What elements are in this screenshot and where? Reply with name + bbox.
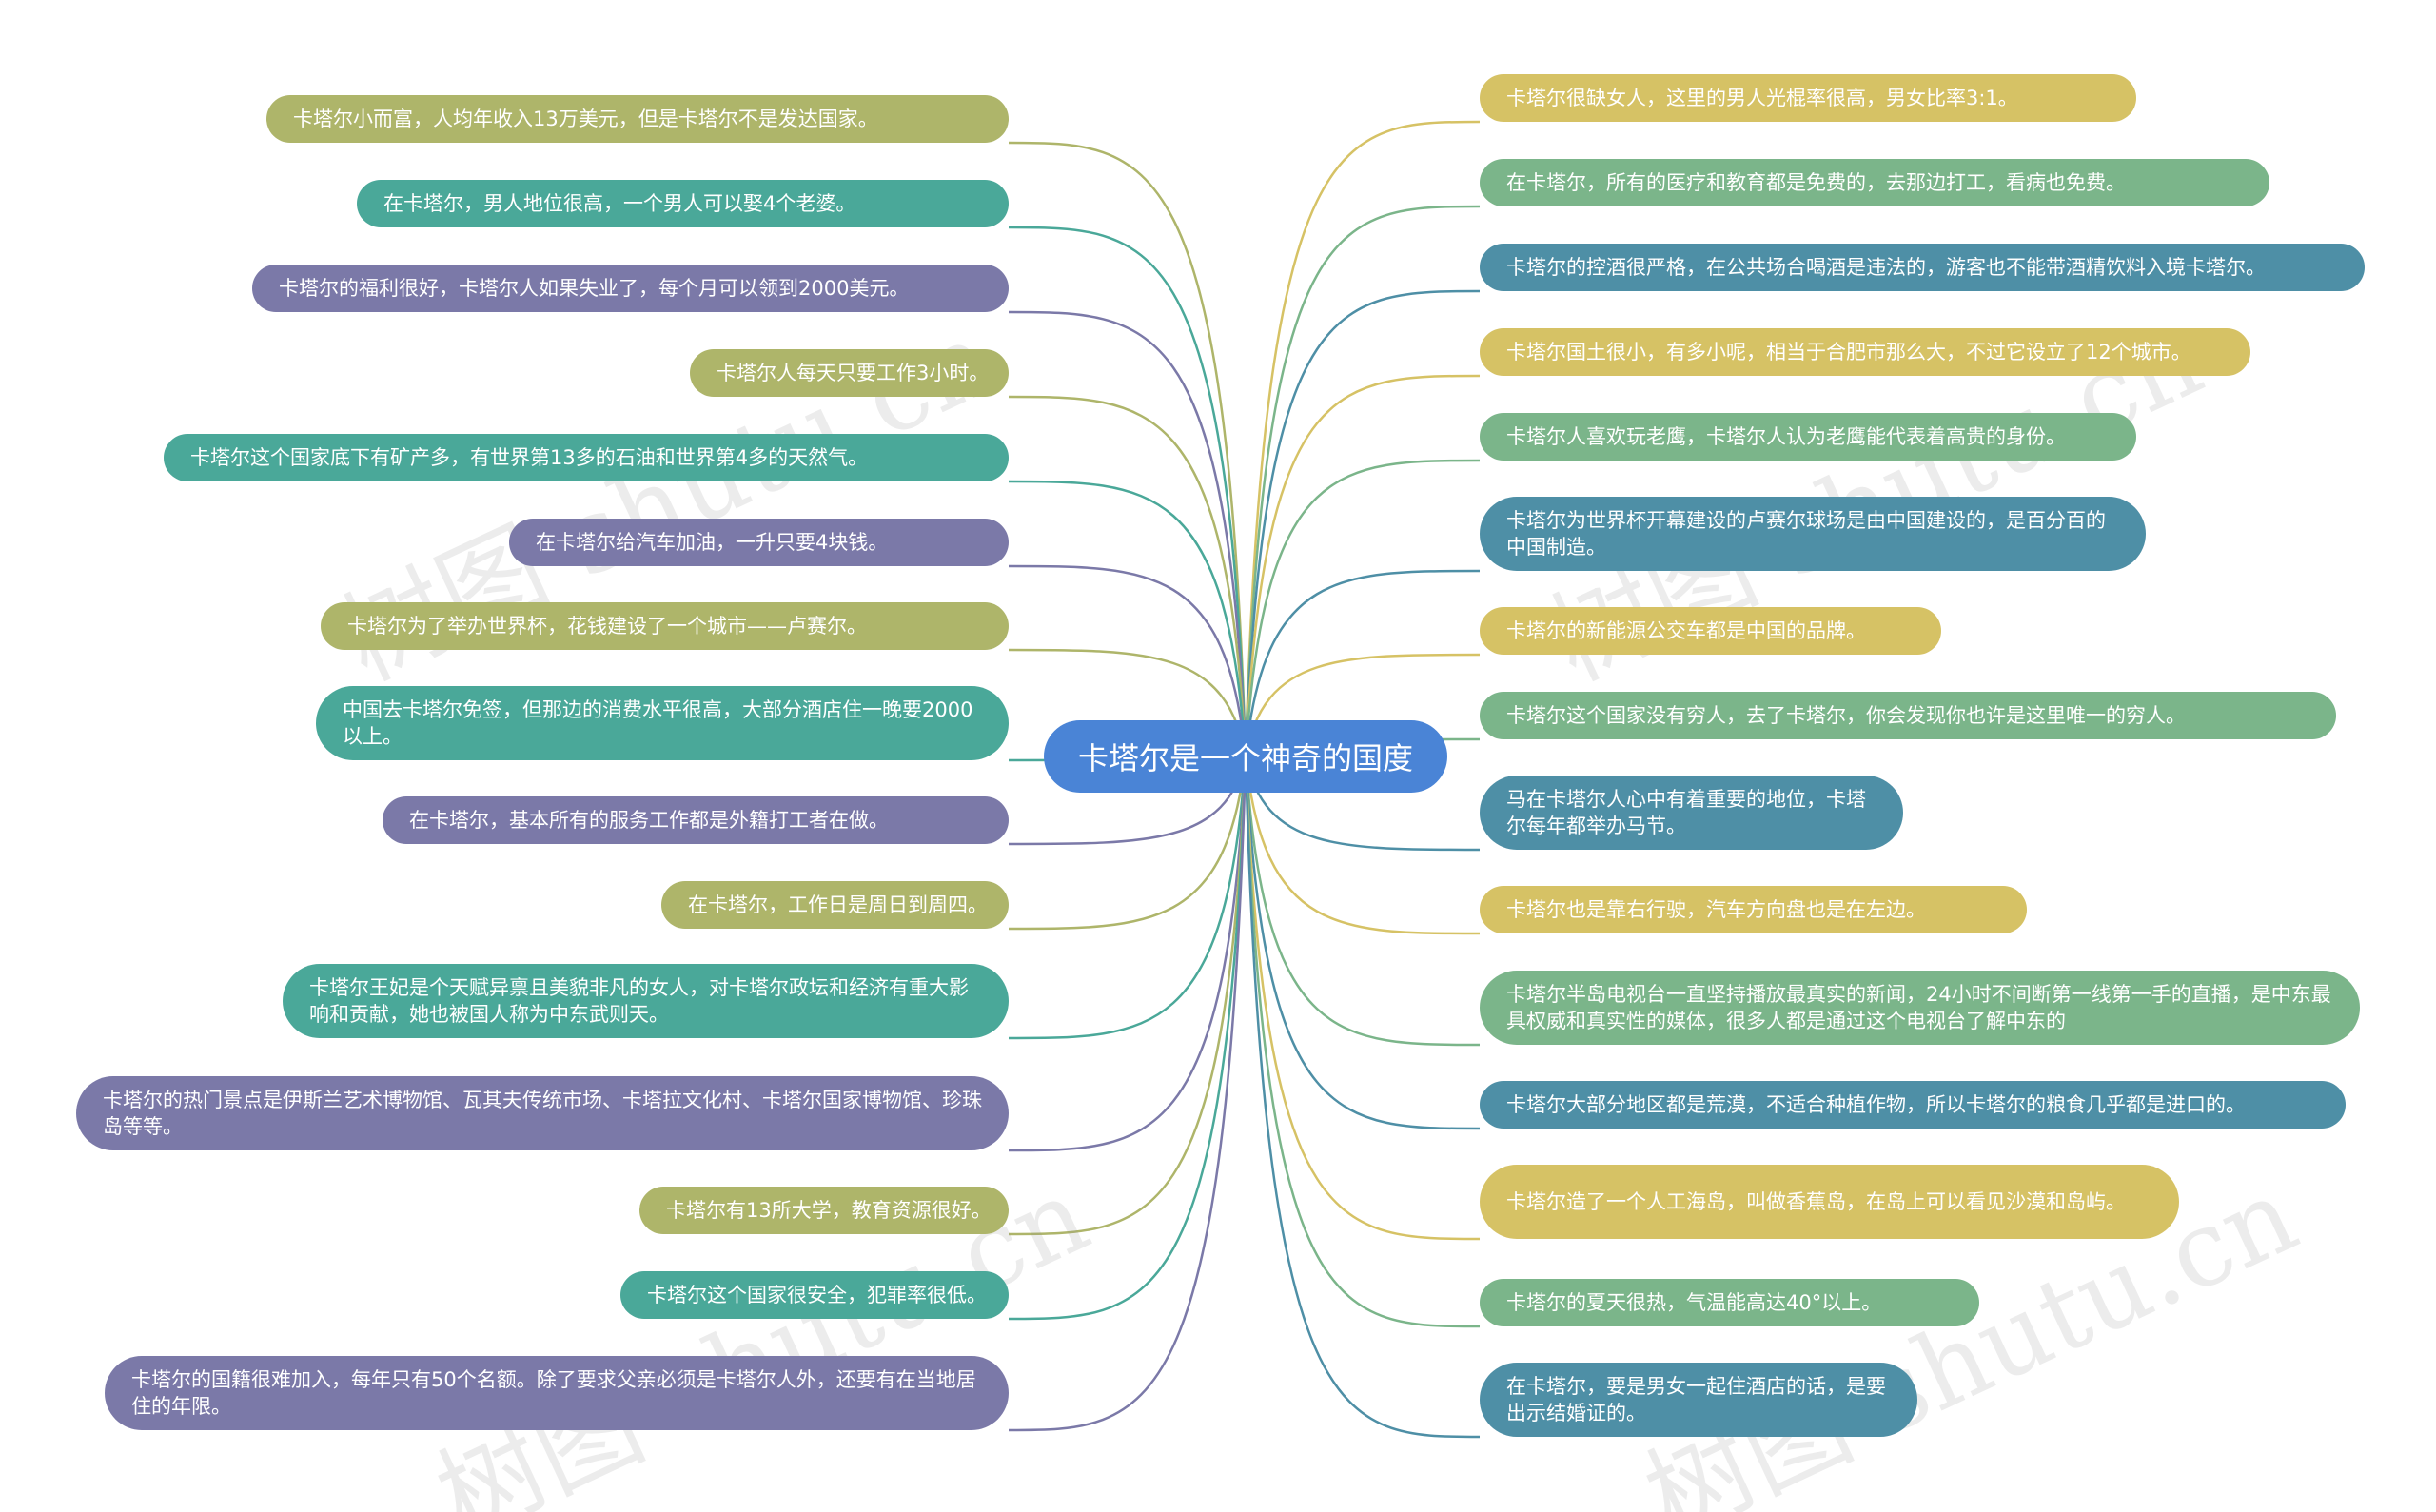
- right-topic[interactable]: 卡塔尔半岛电视台一直坚持播放最真实的新闻，24小时不间断第一线第一手的直播，是中…: [1480, 971, 2360, 1045]
- left-topic[interactable]: 卡塔尔小而富，人均年收入13万美元，但是卡塔尔不是发达国家。: [266, 95, 1009, 143]
- topic-label: 在卡塔尔给汽车加油，一升只要4块钱。: [536, 531, 889, 554]
- connector-line: [1008, 756, 1247, 1152]
- right-topic[interactable]: 卡塔尔的新能源公交车都是中国的品牌。: [1480, 607, 1941, 655]
- connector-line: [1008, 310, 1247, 757]
- connector-line: [1008, 141, 1247, 757]
- right-topic[interactable]: 卡塔尔为世界杯开幕建设的卢赛尔球场是由中国建设的，是百分百的中国制造。: [1480, 497, 2146, 571]
- topic-label: 卡塔尔大部分地区都是荒漠，不适合种植作物，所以卡塔尔的粮食几乎都是进口的。: [1506, 1093, 2246, 1116]
- topic-label: 卡塔尔为世界杯开幕建设的卢赛尔球场是由中国建设的，是百分百的中国制造。: [1506, 509, 2106, 559]
- connector-line: [1008, 395, 1247, 757]
- topic-label: 卡塔尔小而富，人均年收入13万美元，但是卡塔尔不是发达国家。: [293, 108, 878, 130]
- right-topic[interactable]: 卡塔尔也是靠右行驶，汽车方向盘也是在左边。: [1480, 886, 2027, 933]
- connector-line: [1244, 120, 1481, 757]
- topic-label: 卡塔尔的控酒很严格，在公共场合喝酒是违法的，游客也不能带酒精饮料入境卡塔尔。: [1506, 256, 2266, 279]
- connector-line: [1244, 289, 1481, 757]
- topic-label: 在卡塔尔，男人地位很高，一个男人可以娶4个老婆。: [383, 192, 856, 215]
- connector-line: [1244, 205, 1481, 757]
- connector-line: [1008, 756, 1247, 1321]
- topic-label: 卡塔尔这个国家没有穷人，去了卡塔尔，你会发现你也许是这里唯一的穷人。: [1506, 704, 2186, 727]
- root-topic-label: 卡塔尔是一个神奇的国度: [1077, 740, 1413, 776]
- right-topic[interactable]: 卡塔尔的夏天很热，气温能高达40°以上。: [1480, 1279, 1979, 1326]
- topic-label: 卡塔尔这个国家底下有矿产多，有世界第13多的石油和世界第4多的天然气。: [190, 446, 869, 469]
- topic-label: 在卡塔尔，所有的医疗和教育都是免费的，去那边打工，看病也免费。: [1506, 171, 2126, 194]
- left-topic[interactable]: 卡塔尔的热门景点是伊斯兰艺术博物馆、瓦其夫传统市场、卡塔拉文化村、卡塔尔国家博物…: [76, 1076, 1009, 1150]
- right-topic[interactable]: 卡塔尔造了一个人工海岛，叫做香蕉岛，在岛上可以看见沙漠和岛屿。: [1480, 1165, 2179, 1239]
- left-topic[interactable]: 卡塔尔王妃是个天赋异禀且美貌非凡的女人，对卡塔尔政坛和经济有重大影响和贡献，她也…: [283, 964, 1009, 1038]
- connector-line: [1244, 756, 1481, 935]
- connector-line: [1008, 226, 1247, 757]
- connector-line: [1008, 480, 1247, 757]
- topic-label: 在卡塔尔，基本所有的服务工作都是外籍打工者在做。: [409, 809, 889, 832]
- root-topic[interactable]: 卡塔尔是一个神奇的国度: [1044, 720, 1447, 793]
- left-topic[interactable]: 卡塔尔人每天只要工作3小时。: [690, 349, 1009, 397]
- connector-line: [1244, 374, 1481, 757]
- left-topic[interactable]: 中国去卡塔尔免签，但那边的消费水平很高，大部分酒店住一晚要2000以上。: [316, 686, 1009, 760]
- topic-label: 卡塔尔很缺女人，这里的男人光棍率很高，男女比率3:1。: [1506, 87, 2018, 109]
- connector-line: [1244, 756, 1481, 1439]
- topic-label: 卡塔尔的新能源公交车都是中国的品牌。: [1506, 619, 1866, 642]
- topic-label: 卡塔尔造了一个人工海岛，叫做香蕉岛，在岛上可以看见沙漠和岛屿。: [1506, 1190, 2126, 1213]
- topic-label: 卡塔尔人喜欢玩老鹰，卡塔尔人认为老鹰能代表着高贵的身份。: [1506, 425, 2066, 448]
- topic-label: 卡塔尔的福利很好，卡塔尔人如果失业了，每个月可以领到2000美元。: [279, 277, 910, 300]
- topic-label: 马在卡塔尔人心中有着重要的地位，卡塔尔每年都举办马节。: [1506, 788, 1866, 837]
- topic-label: 中国去卡塔尔免签，但那边的消费水平很高，大部分酒店住一晚要2000以上。: [343, 698, 973, 748]
- topic-label: 在卡塔尔，要是男女一起住酒店的话，是要出示结婚证的。: [1506, 1375, 1886, 1424]
- connector-line: [1244, 756, 1481, 1130]
- connector-line: [1244, 459, 1481, 757]
- right-topic[interactable]: 马在卡塔尔人心中有着重要的地位，卡塔尔每年都举办马节。: [1480, 776, 1903, 850]
- connector-line: [1008, 648, 1247, 757]
- topic-label: 卡塔尔为了举办世界杯，花钱建设了一个城市——卢赛尔。: [347, 615, 867, 638]
- left-topic[interactable]: 卡塔尔这个国家底下有矿产多，有世界第13多的石油和世界第4多的天然气。: [164, 434, 1009, 481]
- topic-label: 卡塔尔的热门景点是伊斯兰艺术博物馆、瓦其夫传统市场、卡塔拉文化村、卡塔尔国家博物…: [103, 1089, 982, 1138]
- topic-label: 卡塔尔国土很小，有多小呢，相当于合肥市那么大，不过它设立了12个城市。: [1506, 341, 2191, 363]
- connector-line: [1244, 569, 1481, 757]
- connector-line: [1008, 756, 1247, 931]
- right-topic[interactable]: 卡塔尔这个国家没有穷人，去了卡塔尔，你会发现你也许是这里唯一的穷人。: [1480, 692, 2336, 739]
- left-topic[interactable]: 在卡塔尔，工作日是周日到周四。: [661, 881, 1009, 929]
- left-topic[interactable]: 卡塔尔这个国家很安全，犯罪率很低。: [620, 1271, 1009, 1319]
- right-topic[interactable]: 卡塔尔人喜欢玩老鹰，卡塔尔人认为老鹰能代表着高贵的身份。: [1480, 413, 2136, 461]
- right-topic[interactable]: 在卡塔尔，所有的医疗和教育都是免费的，去那边打工，看病也免费。: [1480, 159, 2269, 206]
- topic-label: 卡塔尔的国籍很难加入，每年只有50个名额。除了要求父亲必须是卡塔尔人外，还要有在…: [131, 1368, 976, 1418]
- left-topic[interactable]: 卡塔尔为了举办世界杯，花钱建设了一个城市——卢赛尔。: [321, 602, 1009, 650]
- left-topic[interactable]: 在卡塔尔，男人地位很高，一个男人可以娶4个老婆。: [357, 180, 1009, 227]
- connector-line: [1244, 756, 1481, 1047]
- left-topic[interactable]: 卡塔尔有13所大学，教育资源很好。: [639, 1187, 1009, 1234]
- topic-label: 卡塔尔也是靠右行驶，汽车方向盘也是在左边。: [1506, 898, 1926, 921]
- right-topic[interactable]: 卡塔尔的控酒很严格，在公共场合喝酒是违法的，游客也不能带酒精饮料入境卡塔尔。: [1480, 244, 2365, 291]
- left-topic[interactable]: 在卡塔尔给汽车加油，一升只要4块钱。: [509, 519, 1009, 566]
- topic-label: 卡塔尔的夏天很热，气温能高达40°以上。: [1506, 1291, 1882, 1314]
- connector-line: [1008, 756, 1247, 1040]
- connector-line: [1244, 756, 1481, 1241]
- topic-label: 卡塔尔人每天只要工作3小时。: [717, 362, 990, 384]
- right-topic[interactable]: 卡塔尔国土很小，有多小呢，相当于合肥市那么大，不过它设立了12个城市。: [1480, 328, 2250, 376]
- right-topic[interactable]: 卡塔尔大部分地区都是荒漠，不适合种植作物，所以卡塔尔的粮食几乎都是进口的。: [1480, 1081, 2346, 1129]
- right-topic[interactable]: 在卡塔尔，要是男女一起住酒店的话，是要出示结婚证的。: [1480, 1363, 1917, 1437]
- topic-label: 卡塔尔王妃是个天赋异禀且美貌非凡的女人，对卡塔尔政坛和经济有重大影响和贡献，她也…: [309, 976, 969, 1026]
- left-topic[interactable]: 卡塔尔的福利很好，卡塔尔人如果失业了，每个月可以领到2000美元。: [252, 265, 1009, 312]
- left-topic[interactable]: 在卡塔尔，基本所有的服务工作都是外籍打工者在做。: [383, 796, 1009, 844]
- connector-line: [1008, 756, 1247, 1236]
- right-topic[interactable]: 卡塔尔很缺女人，这里的男人光棍率很高，男女比率3:1。: [1480, 74, 2136, 122]
- topic-label: 在卡塔尔，工作日是周日到周四。: [688, 893, 988, 916]
- topic-label: 卡塔尔有13所大学，教育资源很好。: [666, 1199, 992, 1222]
- topic-label: 卡塔尔半岛电视台一直坚持播放最真实的新闻，24小时不间断第一线第一手的直播，是中…: [1506, 983, 2331, 1032]
- connector-line: [1008, 564, 1247, 757]
- left-topic[interactable]: 卡塔尔的国籍很难加入，每年只有50个名额。除了要求父亲必须是卡塔尔人外，还要有在…: [105, 1356, 1009, 1430]
- topic-label: 卡塔尔这个国家很安全，犯罪率很低。: [647, 1284, 987, 1306]
- connector-line: [1244, 756, 1481, 1328]
- connector-line: [1008, 756, 1247, 1432]
